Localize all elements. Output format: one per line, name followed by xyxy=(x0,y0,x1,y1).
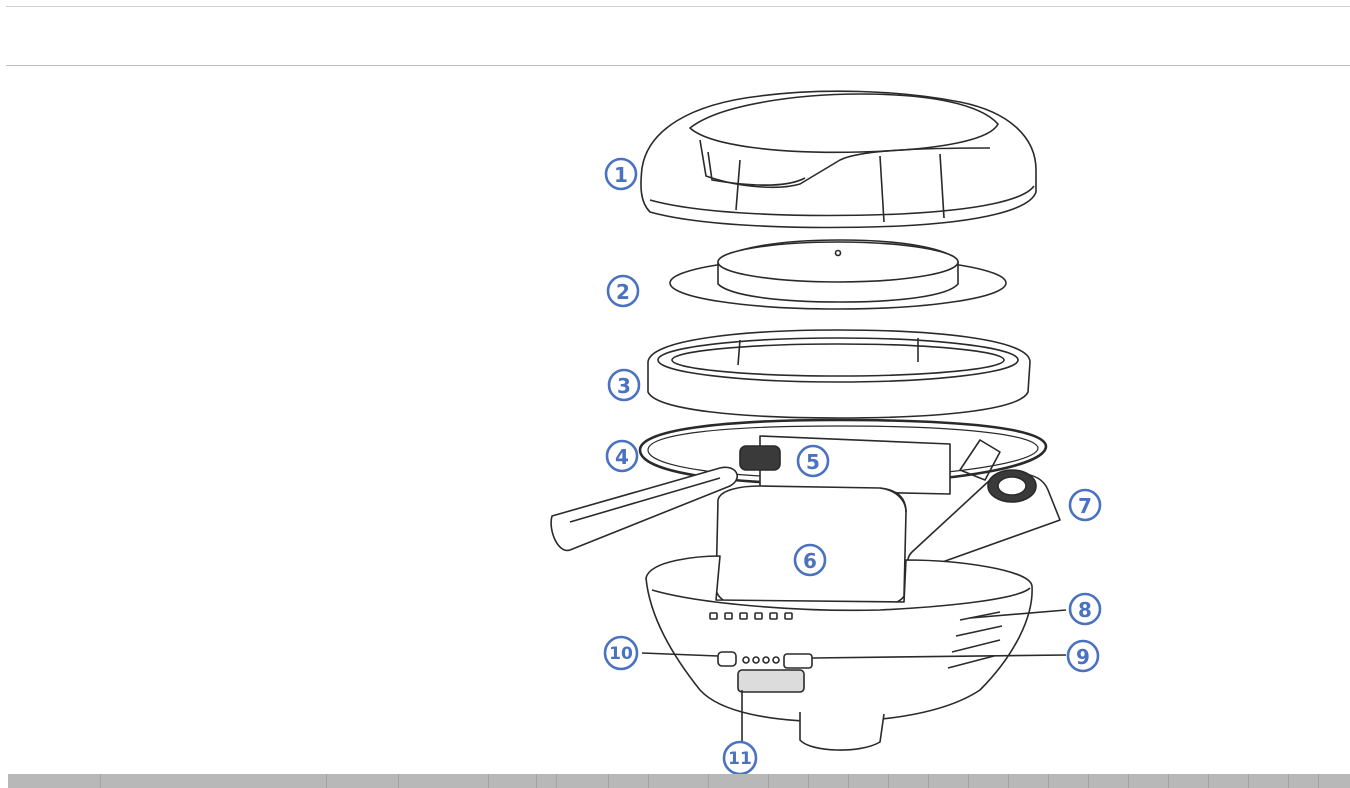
callout-3: 3 xyxy=(607,368,641,402)
callout-3-label: 3 xyxy=(617,374,631,398)
strip-tick xyxy=(488,774,489,788)
strip-tick xyxy=(808,774,809,788)
callout-9: 9 xyxy=(1066,639,1100,673)
strip-tick xyxy=(1208,774,1209,788)
callout-11-label: 11 xyxy=(728,749,752,769)
callout-1: 1 xyxy=(604,157,638,191)
callout-9-label: 9 xyxy=(1076,645,1090,669)
strip-tick xyxy=(768,774,769,788)
callout-8: 8 xyxy=(1068,592,1102,626)
part-lower-housing xyxy=(645,555,1033,751)
strip-tick xyxy=(1168,774,1169,788)
callout-4-label: 4 xyxy=(615,445,629,469)
callout-5-label: 5 xyxy=(806,450,820,474)
strip-tick xyxy=(888,774,889,788)
strip-tick xyxy=(1048,774,1049,788)
strip-tick xyxy=(536,774,537,788)
part-module xyxy=(739,435,951,495)
part-side-antenna-right xyxy=(907,439,1061,571)
callout-1-label: 1 xyxy=(614,163,628,187)
strip-tick xyxy=(608,774,609,788)
callout-5: 5 xyxy=(796,444,830,478)
callout-10: 10 xyxy=(603,635,639,671)
part-top-cover xyxy=(640,90,1037,229)
leader-9 xyxy=(811,654,1067,659)
leader-8 xyxy=(969,609,1067,619)
callout-4: 4 xyxy=(605,439,639,473)
part-battery xyxy=(715,485,907,609)
leader-10 xyxy=(641,652,719,657)
strip-tick xyxy=(1088,774,1089,788)
led-indicators xyxy=(709,612,793,664)
strip-tick xyxy=(398,774,399,788)
port-panel xyxy=(717,651,813,693)
strip-tick xyxy=(1318,774,1319,788)
callout-10-label: 10 xyxy=(609,644,633,664)
strip-tick xyxy=(326,774,327,788)
strip-tick xyxy=(100,774,101,788)
part-antenna-plate xyxy=(669,239,1007,310)
strip-tick xyxy=(928,774,929,788)
callout-2: 2 xyxy=(606,274,640,308)
strip-tick xyxy=(1128,774,1129,788)
callout-6: 6 xyxy=(793,543,827,577)
part-gasket-ring xyxy=(638,418,1048,486)
part-upper-ring xyxy=(647,329,1031,419)
top-band xyxy=(6,6,1350,66)
strip-tick xyxy=(1248,774,1249,788)
callout-2-label: 2 xyxy=(616,280,630,304)
part-side-antenna-left xyxy=(550,466,738,552)
vent-slots xyxy=(947,611,1003,669)
strip-tick xyxy=(1288,774,1289,788)
callout-6-label: 6 xyxy=(803,549,817,573)
callout-7-label: 7 xyxy=(1078,494,1092,518)
strip-tick xyxy=(1008,774,1009,788)
strip-tick xyxy=(968,774,969,788)
strip-tick xyxy=(648,774,649,788)
callout-11: 11 xyxy=(722,740,758,776)
strip-tick xyxy=(708,774,709,788)
strip-tick xyxy=(556,774,557,788)
strip-tick xyxy=(848,774,849,788)
bottom-scroll-strip xyxy=(8,774,1350,788)
callout-7: 7 xyxy=(1068,488,1102,522)
callout-8-label: 8 xyxy=(1078,598,1092,622)
